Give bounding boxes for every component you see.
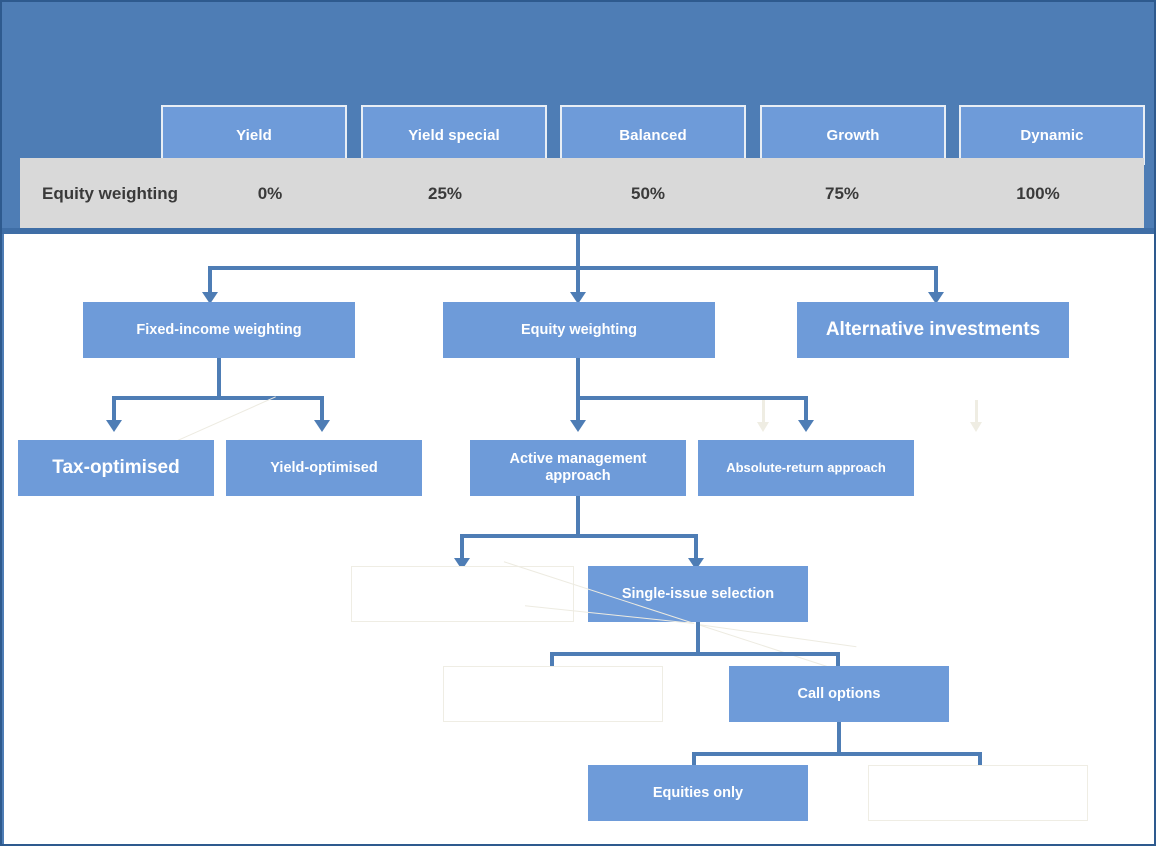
connector-drop-level1-right bbox=[934, 266, 938, 296]
connector-trunk-single-issue bbox=[696, 622, 700, 656]
node-tax-optimised[interactable]: Tax-optimised bbox=[18, 440, 214, 496]
ghost-diagonal-right-b bbox=[697, 624, 857, 648]
ghost-arrow-absolute-return bbox=[757, 422, 769, 432]
connector-drop-single-issue bbox=[694, 534, 698, 562]
node-yield-optimised[interactable]: Yield-optimised bbox=[226, 440, 422, 496]
connector-trunk-fixed-income bbox=[217, 358, 221, 400]
node-label: Fixed-income weighting bbox=[136, 321, 302, 338]
ghost-connector-alternative bbox=[975, 400, 978, 424]
connector-drop-level5-right bbox=[978, 752, 982, 776]
connector-drop-active-management bbox=[576, 396, 580, 424]
connector-bar-level1 bbox=[210, 266, 938, 270]
connector-bar-fixed-income bbox=[114, 396, 324, 400]
category-tab-label: Balanced bbox=[619, 126, 687, 144]
node-level5-empty[interactable] bbox=[868, 765, 1088, 821]
connector-drop-level3-left bbox=[460, 534, 464, 562]
node-equity-weighting[interactable]: Equity weighting bbox=[443, 302, 715, 358]
arrow-tax-optimised bbox=[106, 420, 122, 432]
node-absolute-return-approach[interactable]: Absolute-return approach bbox=[698, 440, 914, 496]
category-tab-label: Growth bbox=[826, 126, 880, 144]
connector-drop-call-options bbox=[836, 652, 840, 676]
arrow-level1-middle bbox=[570, 292, 586, 304]
node-call-options[interactable]: Call options bbox=[729, 666, 949, 722]
node-single-issue-selection[interactable]: Single-issue selection bbox=[588, 566, 808, 622]
connector-trunk-active-management bbox=[576, 496, 580, 538]
node-label: Equities only bbox=[652, 784, 744, 801]
category-tab-yield-special[interactable]: Yield special bbox=[361, 105, 547, 165]
node-level3-empty[interactable] bbox=[351, 566, 574, 622]
node-label: Active management approach bbox=[509, 451, 647, 484]
arrow-level1-left bbox=[202, 292, 218, 304]
connector-trunk-call-options bbox=[837, 722, 841, 756]
node-label: Tax-optimised bbox=[52, 457, 180, 479]
node-label: Single-issue selection bbox=[621, 585, 775, 602]
arrow-yield-optimised bbox=[314, 420, 330, 432]
connector-trunk-root bbox=[576, 234, 580, 270]
connector-drop-absolute-return bbox=[804, 396, 808, 424]
connector-drop-level1-middle bbox=[576, 266, 580, 296]
equity-weighting-value-balanced: 50% bbox=[630, 184, 666, 203]
equity-weighting-value-growth: 75% bbox=[824, 184, 860, 203]
connector-drop-equities-only bbox=[692, 752, 696, 776]
connector-bar-single-issue bbox=[552, 652, 840, 656]
node-label: Equity weighting bbox=[521, 321, 637, 338]
category-tab-label: Dynamic bbox=[1020, 126, 1084, 144]
connector-trunk-equity bbox=[576, 358, 580, 400]
arrow-level1-right bbox=[928, 292, 944, 304]
connector-drop-level1-left bbox=[208, 266, 212, 296]
node-label: Call options bbox=[797, 685, 881, 702]
node-level4-empty[interactable] bbox=[443, 666, 663, 722]
node-fixed-income-weighting[interactable]: Fixed-income weighting bbox=[83, 302, 355, 358]
connector-drop-tax-optimised bbox=[112, 396, 116, 424]
connector-bar-active-management bbox=[462, 534, 694, 538]
flowchart-canvas: Fixed-income weighting Equity weighting … bbox=[4, 234, 1154, 844]
node-label: Yield-optimised bbox=[270, 459, 378, 476]
equity-weighting-value-yield: 0% bbox=[257, 184, 283, 203]
connector-bar-equity bbox=[576, 396, 808, 400]
equity-weighting-value-yield-special: 25% bbox=[427, 184, 463, 203]
equity-weighting-row-label: Equity weighting bbox=[42, 184, 178, 203]
header-divider bbox=[2, 228, 1154, 234]
category-tab-dynamic[interactable]: Dynamic bbox=[959, 105, 1145, 165]
connector-drop-yield-optimised bbox=[320, 396, 324, 424]
ghost-connector-absolute-return bbox=[762, 400, 765, 424]
equity-weighting-value-dynamic: 100% bbox=[1016, 184, 1060, 203]
equity-weighting-bar: Equity weighting 0% 25% 50% 75% 100% bbox=[20, 158, 1144, 230]
arrow-absolute-return bbox=[798, 420, 814, 432]
node-alternative-investments[interactable]: Alternative investments bbox=[797, 302, 1069, 358]
category-tab-label: Yield bbox=[236, 126, 272, 144]
node-label: Alternative investments bbox=[825, 319, 1041, 341]
category-tab-yield[interactable]: Yield bbox=[161, 105, 347, 165]
category-tab-balanced[interactable]: Balanced bbox=[560, 105, 746, 165]
arrow-active-management bbox=[570, 420, 586, 432]
node-active-management-approach[interactable]: Active management approach bbox=[470, 440, 686, 496]
connector-bar-call-options bbox=[694, 752, 982, 756]
category-tab-label: Yield special bbox=[408, 126, 500, 144]
node-label: Absolute-return approach bbox=[726, 459, 886, 475]
ghost-arrow-alternative bbox=[970, 422, 982, 432]
connector-drop-level4-left bbox=[550, 652, 554, 676]
category-tab-growth[interactable]: Growth bbox=[760, 105, 946, 165]
header-band: Yield Yield special Balanced Growth Dyna… bbox=[4, 4, 1154, 236]
node-equities-only[interactable]: Equities only bbox=[588, 765, 808, 821]
